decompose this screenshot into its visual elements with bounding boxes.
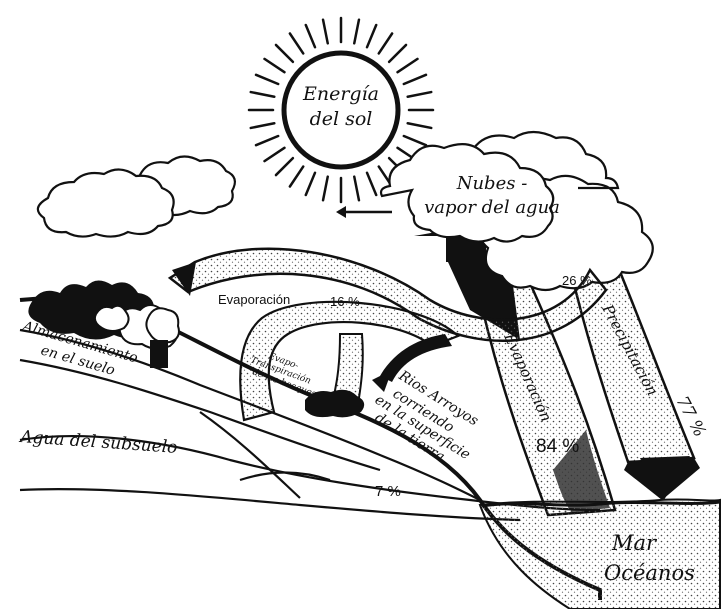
sun-ray: [323, 20, 328, 44]
sun-ray: [379, 34, 392, 54]
groundwater-label: Agua del subsuelo: [18, 427, 178, 458]
sun-ray: [404, 75, 426, 84]
sun-ray: [408, 123, 432, 128]
sun-ray: [367, 25, 376, 47]
sun-ray: [408, 92, 432, 97]
sun-ray: [256, 136, 278, 145]
sun-ray: [354, 177, 359, 201]
sun-ray: [398, 59, 418, 72]
sun-ray: [265, 148, 285, 161]
sun-ray: [251, 92, 275, 97]
sun-ray: [367, 173, 376, 195]
cloud-label-line1: Nubes -: [456, 173, 528, 194]
cloud-label-line2: vapor del agua: [424, 197, 560, 218]
sun-ray: [306, 173, 315, 195]
percent-26-label: 26 %: [562, 273, 592, 288]
small-clouds: [38, 156, 235, 236]
sun-ray: [265, 59, 285, 72]
ocean: [480, 499, 720, 609]
sea-label: Mar: [611, 531, 658, 555]
sun-ray: [389, 45, 406, 62]
cloud-drift-arrow: [336, 206, 392, 218]
sun-ray: [256, 75, 278, 84]
rain-cloud: Nubes - vapor del agua: [381, 132, 653, 290]
sun-ray: [290, 34, 303, 54]
sun-ray: [276, 158, 293, 175]
percent-84-label: 84 %: [536, 436, 579, 457]
sun-ray: [306, 25, 315, 47]
sun-ray: [290, 167, 303, 187]
sun-ray: [323, 177, 328, 201]
sun-ray: [404, 136, 426, 145]
sun-label-line1: Energía: [302, 83, 379, 105]
sun-ray: [251, 123, 275, 128]
sun-ray: [354, 20, 359, 44]
oceans-label: Océanos: [604, 561, 695, 585]
percent-16-label: 16 %: [330, 294, 360, 309]
sun-label-line2: del sol: [310, 108, 373, 130]
percent-7-label: 7 %: [375, 483, 401, 500]
sun-ray: [276, 45, 293, 62]
evaporation-left-label: Evaporación: [218, 292, 290, 307]
